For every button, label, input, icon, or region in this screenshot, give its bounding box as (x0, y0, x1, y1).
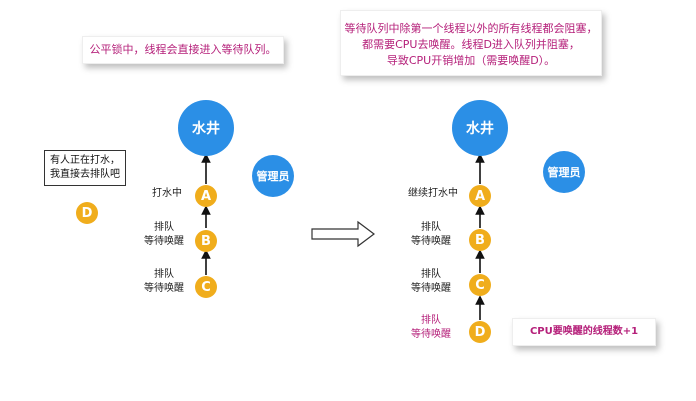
right-label-c: 排队 等待唤醒 (411, 269, 451, 294)
right-node-a: A (469, 185, 491, 207)
right-admin-label: 管理员 (547, 166, 581, 179)
right-note-line-3: 导致CPU开销增加（需要唤醒D）。 (386, 54, 556, 67)
left-label-c: 排队 等待唤醒 (144, 269, 184, 294)
bubble-line-2: 我直接去排队吧 (50, 169, 120, 180)
left-speech-bubble: 有人正在打水， 我直接去排队吧 (44, 150, 126, 186)
cpu-note: CPU要唤醒的线程数+1 (512, 318, 656, 346)
right-label-a: 继续打水中 (408, 188, 458, 199)
right-well-label: 水井 (466, 121, 494, 137)
right-node-d: D (469, 321, 491, 343)
right-node-b: B (469, 229, 491, 251)
right-label-b: 排队 等待唤醒 (411, 222, 451, 247)
left-note-text: 公平锁中，线程会直接进入等待队列。 (89, 43, 277, 56)
cpu-note-text: CPU要唤醒的线程数+1 (529, 326, 639, 337)
left-node-a: A (195, 185, 217, 207)
left-well-label: 水井 (192, 121, 220, 137)
left-admin-label: 管理员 (256, 170, 290, 183)
right-node-c: C (469, 274, 491, 296)
right-well: 水井 (452, 100, 508, 156)
right-label-d: 排队 等待唤醒 (411, 315, 451, 340)
left-node-c: C (195, 276, 217, 298)
transition-arrow (311, 220, 375, 248)
left-well: 水井 (178, 100, 234, 156)
right-admin: 管理员 (543, 151, 585, 193)
left-admin: 管理员 (252, 155, 294, 197)
left-note: 公平锁中，线程会直接进入等待队列。 (82, 36, 284, 64)
left-label-b: 排队 等待唤醒 (144, 222, 184, 247)
bubble-line-1: 有人正在打水， (50, 155, 120, 166)
left-node-d-outside: D (76, 202, 98, 224)
right-note: 等待队列中除第一个线程以外的所有线程都会阻塞， 都需要CPU去唤醒。线程D进入队… (340, 10, 602, 76)
left-label-a: 打水中 (152, 188, 182, 199)
left-node-b: B (195, 230, 217, 252)
right-note-line-1: 等待队列中除第一个线程以外的所有线程都会阻塞， (344, 22, 598, 35)
right-note-line-2: 都需要CPU去唤醒。线程D进入队列并阻塞， (362, 38, 580, 51)
